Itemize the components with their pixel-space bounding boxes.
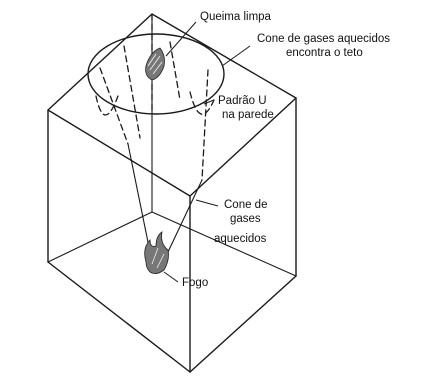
label-clean-burn: Queima limpa: [200, 11, 272, 23]
fire-icon: [144, 231, 169, 274]
clean-burn-mark: [145, 47, 165, 81]
leader-u-pattern: [203, 99, 215, 105]
label-cone-ceiling-line1: Cone de gases aquecidos: [257, 33, 390, 45]
room-bottom-left-edge: [47, 261, 191, 373]
leader-cone: [195, 199, 219, 207]
leader-cone-ceiling: [221, 45, 251, 67]
u-pattern-right: [189, 91, 215, 115]
floor-back-left-edge: [47, 211, 153, 263]
ceiling-contact-circle: [87, 33, 225, 115]
floor-back-right-edge: [151, 211, 297, 277]
leader-fire: [163, 271, 179, 283]
label-u-pattern-line1: Padrão U: [218, 95, 267, 107]
plume-cone-left-side: [127, 143, 151, 253]
room-bottom-right-edge: [189, 275, 297, 373]
label-fire: Fogo: [182, 277, 208, 289]
label-cone-line1: Cone de: [224, 199, 267, 211]
plume-hidden-inner-left: [123, 45, 141, 139]
plume-hidden-right-side: [201, 69, 209, 181]
leader-clean-burn: [165, 21, 197, 57]
label-cone-line3: aquecidos: [214, 233, 267, 245]
u-pattern-left: [95, 95, 119, 116]
label-cone-ceiling-line2: encontra o teto: [286, 47, 363, 59]
plume-cone-right-side: [167, 179, 203, 253]
label-u-pattern-line2: na parede: [222, 109, 274, 121]
label-cone-line2: gases: [230, 213, 261, 225]
plume-hidden-inner-right: [169, 41, 181, 101]
